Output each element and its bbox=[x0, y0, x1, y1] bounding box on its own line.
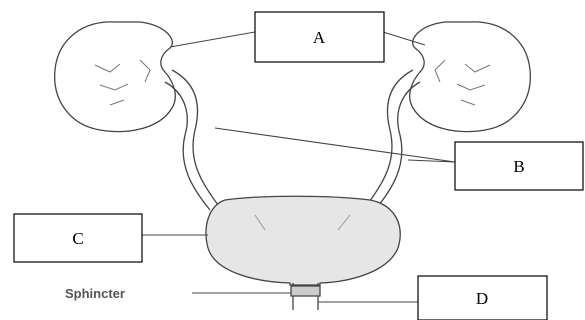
label-b: B bbox=[513, 157, 524, 176]
left-ureter-outer bbox=[172, 70, 218, 205]
left-kidney bbox=[55, 22, 176, 132]
leader-a-left bbox=[170, 32, 255, 47]
sphincter-band bbox=[291, 286, 320, 296]
sphincter-label: Sphincter bbox=[65, 286, 125, 301]
label-a: A bbox=[313, 28, 326, 47]
leader-b-left bbox=[215, 128, 455, 162]
label-d: D bbox=[476, 289, 488, 308]
label-c: C bbox=[72, 229, 83, 248]
bladder bbox=[206, 196, 400, 285]
right-ureter-outer bbox=[367, 70, 413, 205]
right-kidney bbox=[410, 22, 531, 132]
